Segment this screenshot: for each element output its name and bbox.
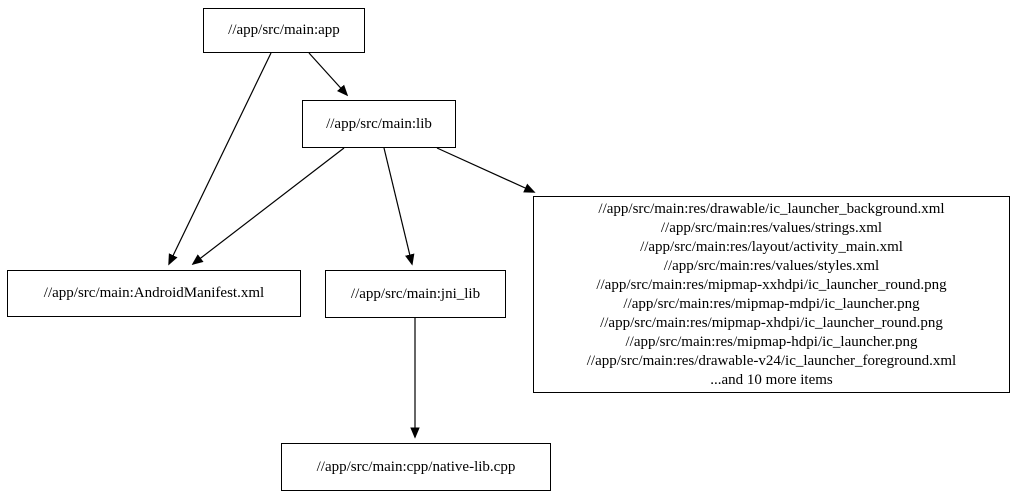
resource-item: //app/src/main:res/layout/activity_main.… — [640, 238, 903, 255]
edge-app-lib — [308, 52, 349, 97]
resource-item: //app/src/main:res/values/strings.xml — [660, 219, 883, 236]
resource-item: //app/src/main:res/values/styles.xml — [663, 257, 880, 274]
node-lib: //app/src/main:lib — [302, 100, 456, 148]
resource-item: //app/src/main:res/mipmap-xhdpi/ic_launc… — [600, 314, 943, 331]
node-app-label: //app/src/main:app — [228, 22, 340, 38]
node-android-manifest: //app/src/main:AndroidManifest.xml — [7, 270, 301, 317]
edge-lib-jni-lib — [383, 147, 415, 266]
resource-item: //app/src/main:res/mipmap-xxhdpi/ic_laun… — [596, 276, 947, 293]
node-native-lib-cpp-label: //app/src/main:cpp/native-lib.cpp — [316, 458, 516, 475]
resource-item: //app/src/main:res/mipmap-hdpi/ic_launch… — [625, 333, 918, 350]
node-resources-group: //app/src/main:res/drawable/ic_launcher_… — [533, 196, 1010, 393]
edge-lib-resources — [436, 147, 536, 193]
node-android-manifest-label: //app/src/main:AndroidManifest.xml — [43, 285, 265, 301]
resource-item: //app/src/main:res/mipmap-mdpi/ic_launch… — [623, 295, 920, 312]
node-native-lib-cpp: //app/src/main:cpp/native-lib.cpp — [281, 443, 551, 491]
node-jni-lib-label: //app/src/main:jni_lib — [350, 285, 481, 302]
node-lib-label: //app/src/main:lib — [326, 115, 432, 132]
resource-more-items: ...and 10 more items — [710, 371, 833, 388]
resource-item: //app/src/main:res/drawable/ic_launcher_… — [598, 200, 945, 217]
edge-lib-manifest — [191, 147, 345, 266]
edge-app-manifest — [168, 52, 272, 266]
node-app: //app/src/main:app — [203, 8, 365, 53]
node-jni-lib: //app/src/main:jni_lib — [325, 270, 506, 318]
resource-item: //app/src/main:res/drawable-v24/ic_launc… — [586, 352, 957, 369]
